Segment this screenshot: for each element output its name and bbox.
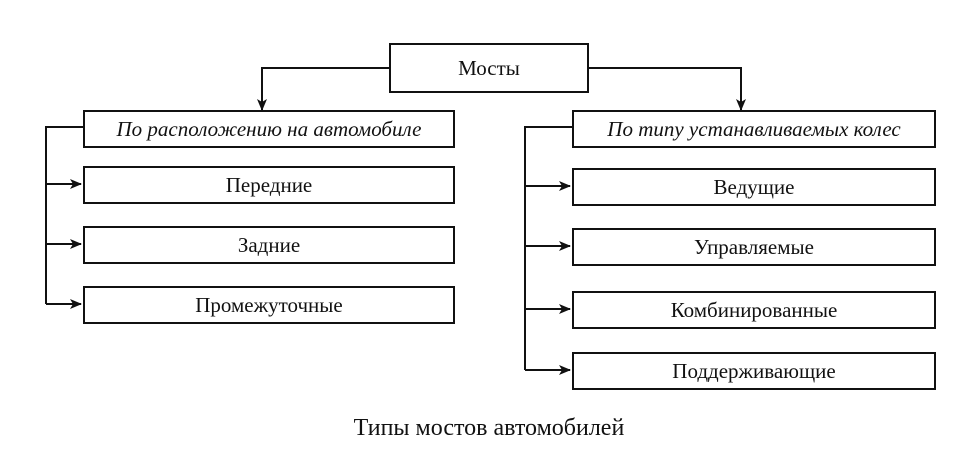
left-bracket-line xyxy=(45,126,83,304)
root-to-left-arrow xyxy=(257,67,389,111)
right-item-combined: Комбинированные xyxy=(572,291,936,329)
right-bracket-line xyxy=(524,126,572,370)
left-group-header: По расположению на автомобиле xyxy=(83,110,455,148)
root-node: Мосты xyxy=(389,43,589,93)
right-item-supporting: Поддерживающие xyxy=(572,352,936,390)
right-item-driving: Ведущие xyxy=(572,168,936,206)
diagram-caption: Типы мостов автомобилей xyxy=(353,415,625,441)
right-group-header: По типу устанавливаемых колес xyxy=(572,110,936,148)
left-item-intermediate: Промежуточные xyxy=(83,286,455,324)
left-item-rear: Задние xyxy=(83,226,455,264)
left-item-front: Передние xyxy=(83,166,455,204)
right-item-steered: Управляемые xyxy=(572,228,936,266)
root-to-right-arrow xyxy=(589,67,746,111)
